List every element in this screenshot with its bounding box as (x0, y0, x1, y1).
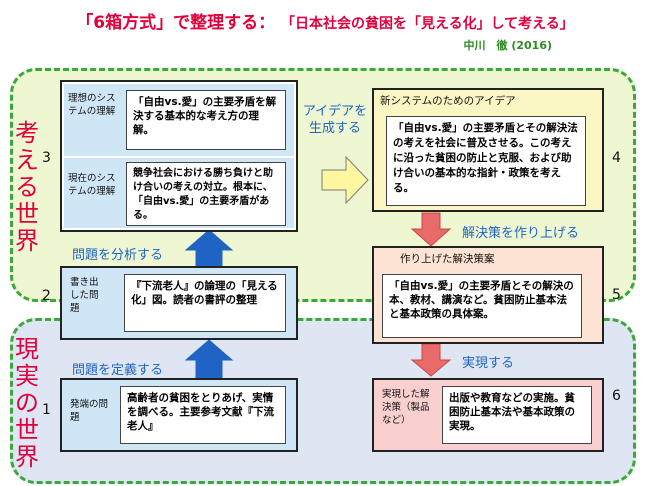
box1-initial-problem: 発端の問題 高齢者の貧困をとりあげ、実情を調べる。主要参考文献『下流老人』 (60, 378, 298, 452)
diagram-title: 「6箱方式」で整理する： 「日本社会の貧困を「見える化」して考える」 (0, 8, 650, 33)
box4-number: 4 (612, 150, 621, 166)
title-separator: ： (258, 13, 276, 33)
box1-number: 1 (42, 402, 51, 418)
flow-label-generate-line1: アイデアを (302, 104, 368, 119)
author-credit: 中川 徹 (2016) (463, 39, 553, 52)
box6-text: 出版や教育などの実施。貧困防止基本法や基本政策の実現。 (442, 386, 592, 444)
box6-realized-solution: 実現した解決策（製品など） 出版や教育などの実施。貧困防止基本法や基本政策の実現… (372, 378, 604, 452)
box3-number: 3 (42, 150, 51, 166)
flow-label-build: 解決策を作り上げる (462, 226, 580, 241)
box6-label: 実現した解決策（製品など） (382, 389, 430, 426)
flow-label-realize: 実現する (462, 356, 515, 371)
box4-text: 「自由vs.愛」の主要矛盾とその解決法の考えを社会に普及させる。この考えに沿った… (386, 116, 586, 206)
title-main: 「6箱方式」で整理する (76, 13, 259, 33)
thinking-world-label: 考える世界 (15, 119, 39, 255)
box2-label: 書き出した問題 (70, 277, 99, 314)
flow-label-define: 問題を定義する (72, 363, 164, 378)
box4-title: 新システムのためのアイデア (380, 95, 516, 107)
box2-written-problem: 書き出した問題 『下流老人』の論理の「見える化」図。読者の書評の整理 (60, 266, 298, 340)
flow-label-analyze: 問題を分析する (72, 248, 164, 263)
box5-text: 「自由vs.愛」の主要矛盾とその解決の本、教材、講演など。貧困防止基本法と基本政… (382, 274, 582, 338)
box3-ideal-label: 理想のシステムの理解 (68, 93, 116, 117)
box5-number: 5 (612, 287, 621, 303)
box1-text: 高齢者の貧困をとりあげ、実情を調べる。主要参考文献『下流老人』 (120, 386, 286, 444)
box3-current-label: 現在のシステムの理解 (68, 173, 116, 197)
box2-text: 『下流老人』の論理の「見える化」図。読者の書評の整理 (124, 274, 286, 332)
box3-ideal-text: 「自由vs.愛」の主要矛盾を解決する基本的な考え方の理解。 (126, 90, 286, 150)
box3-current-text: 競争社会における勝ち負けと助け合いの考えの対立。根本に、「自由vs.愛」の主要矛… (126, 162, 286, 226)
box5-built-solution: 作り上げた解決策案 「自由vs.愛」の主要矛盾とその解決の本、教材、講演など。貧… (372, 246, 604, 344)
box5-title: 作り上げた解決策案 (400, 253, 495, 265)
box6-number: 6 (612, 388, 621, 404)
box1-label: 発端の問題 (70, 399, 109, 423)
real-world-label: 現実の世界 (15, 335, 39, 471)
flow-label-generate-line2: 生成する (308, 121, 361, 136)
box4-new-system-ideas: 新システムのためのアイデア 「自由vs.愛」の主要矛盾とその解決法の考えを社会に… (372, 88, 604, 212)
box3-system-understanding: 理想のシステムの理解 「自由vs.愛」の主要矛盾を解決する基本的な考え方の理解。… (60, 80, 298, 232)
title-subtitle: 「日本社会の貧困を「見える化」して考える」 (281, 16, 574, 32)
flow-label-generate-ideas: アイデアを 生成する (300, 103, 370, 137)
box2-number: 2 (42, 288, 51, 304)
